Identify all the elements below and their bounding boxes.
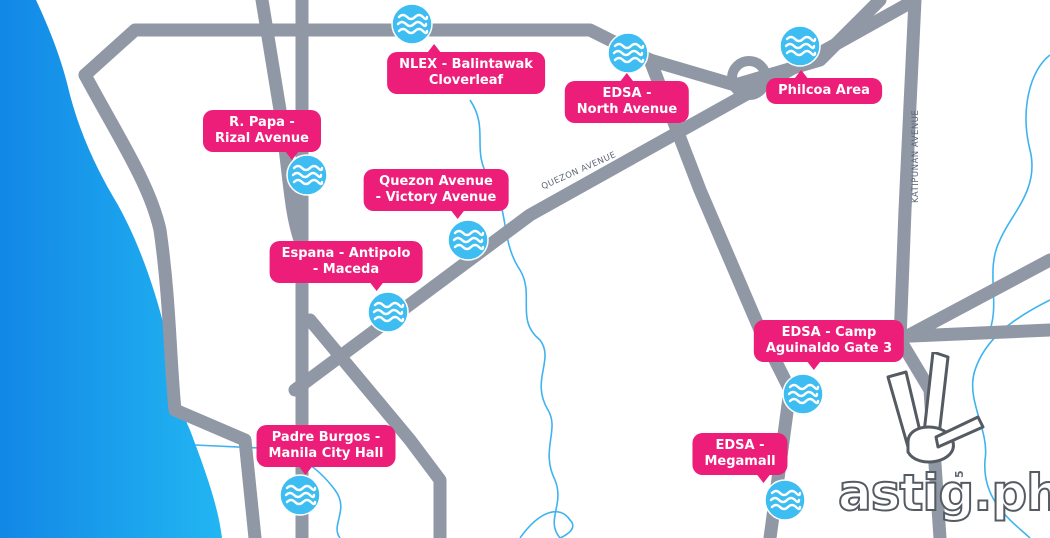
flood-area-label-line: Megamall	[704, 454, 776, 469]
south-river	[519, 510, 574, 538]
label-pointer	[284, 151, 299, 160]
astig-hand-logo-icon	[886, 352, 985, 464]
flood-area-label-edsa-north-avenue: EDSA -North Avenue	[564, 73, 690, 123]
katipunan-avenue-road-label: KATIPUNAN AVENUE	[911, 109, 921, 203]
flood-water-icon	[278, 473, 322, 517]
manila-bay	[0, 0, 222, 538]
label-pointer	[793, 70, 808, 79]
edsa-north-loop-road	[78, 23, 657, 82]
label-pointer	[450, 210, 465, 219]
marcos-highway-road	[893, 253, 1050, 347]
flood-area-label-line: - Victory Avenue	[375, 190, 497, 205]
flood-area-label-line: NLEX - Balintawak	[399, 57, 533, 72]
flood-area-label-line: Philcoa Area	[778, 83, 870, 98]
label-pointer	[620, 73, 634, 82]
flood-area-label-espana-antipolo-maceda: Espana - Antipolo- Maceda	[269, 241, 423, 291]
flood-area-label-r-papa-rizal: R. Papa -Rizal Avenue	[202, 110, 322, 160]
flood-area-label-line: Manila City Hall	[268, 446, 384, 461]
bay-road	[78, 68, 262, 538]
flood-area-label-line: North Avenue	[576, 102, 678, 117]
pasig-tributary-river	[469, 99, 561, 538]
flood-area-label-edsa-megamall: EDSA -Megamall	[692, 433, 788, 483]
flood-area-label-philcoa: Philcoa Area	[766, 70, 882, 104]
flood-water-icon	[366, 290, 410, 334]
label-pointer	[756, 474, 771, 483]
flood-water-icon	[285, 153, 329, 197]
east-river	[989, 54, 1050, 331]
flood-area-label-line: EDSA -	[602, 86, 652, 101]
label-pointer	[298, 466, 313, 475]
label-pointer	[427, 44, 442, 53]
flood-area-label-line: R. Papa -	[229, 115, 295, 130]
flood-area-label-line: Quezon Avenue	[379, 174, 493, 189]
flood-water-icon	[778, 24, 822, 68]
flood-area-label-padre-burgos: Padre Burgos -Manila City Hall	[256, 425, 396, 475]
flood-water-icon	[606, 31, 650, 75]
flood-area-label-line: Rizal Avenue	[214, 131, 310, 146]
astig-watermark: astig.ph	[837, 463, 1050, 523]
flood-water-icon	[763, 478, 807, 522]
flood-water-icon	[390, 2, 434, 46]
flood-area-label-line: Espana - Antipolo	[281, 246, 411, 261]
flood-area-label-line: Aguinaldo Gate 3	[765, 341, 893, 356]
flood-area-label-line: - Maceda	[312, 262, 380, 277]
elliptical-road	[727, 56, 771, 100]
label-pointer	[806, 361, 821, 370]
espana-road	[303, 313, 447, 538]
flood-water-icon	[446, 218, 490, 262]
flood-area-label-line: Cloverleaf	[428, 73, 504, 88]
flood-area-label-line: Padre Burgos -	[271, 430, 381, 445]
commonwealth-road	[643, 0, 887, 92]
flood-water-icon	[781, 372, 825, 416]
flood-area-label-line: EDSA -	[715, 438, 765, 453]
label-pointer	[369, 282, 384, 291]
flood-area-label-quezon-victory: Quezon Avenue- Victory Avenue	[363, 169, 509, 219]
flood-area-label-line: EDSA - Camp	[781, 325, 877, 340]
